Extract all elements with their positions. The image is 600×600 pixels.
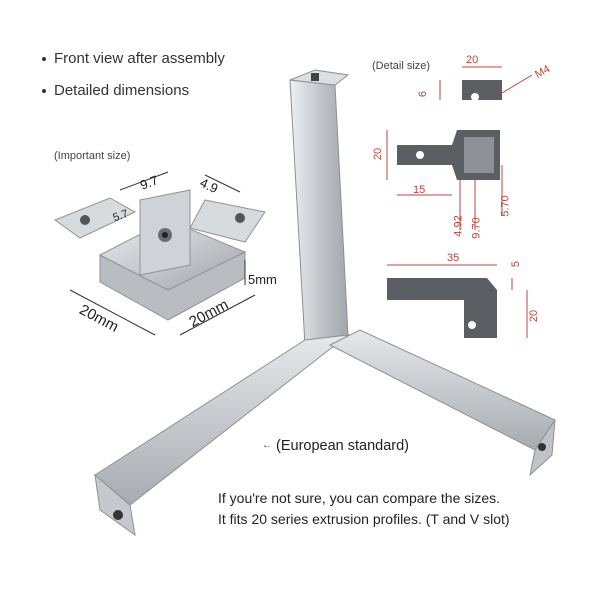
dim-line-width-left: [69, 289, 156, 336]
dim-line-top-a: [119, 171, 169, 191]
bullet-detailed-dimensions-text: Detailed dimensions: [54, 82, 190, 99]
right-profile-core: [538, 443, 546, 451]
vertical-profile-core: [311, 73, 319, 81]
detail-top-hole: [471, 93, 479, 101]
bullet-front-view: Front view after assembly: [42, 50, 225, 67]
dim-height: 5mm: [248, 272, 277, 287]
detail-top-offset: 6: [417, 90, 430, 98]
detail-top-v2: 9.70: [470, 217, 483, 239]
bracket-right-arm: [189, 199, 266, 243]
dim-line-detail-screw: [501, 74, 533, 94]
detail-top-hole-left: [416, 151, 424, 159]
european-standard-label: (European standard): [276, 438, 409, 454]
left-profile-end: [94, 473, 136, 537]
bullet-detailed-dimensions: Detailed dimensions: [42, 82, 189, 99]
detail-bottom-length: 35: [447, 252, 460, 264]
note-line-1: If you're not sure, you can compare the …: [218, 490, 501, 506]
dim-line-top-b: [204, 174, 241, 193]
dim-line-width-right: [179, 294, 256, 336]
extrusion-assembly: [94, 69, 556, 537]
detail-bottom-body: [387, 278, 497, 338]
vertical-profile: [289, 79, 349, 346]
detail-top-height: 20: [372, 147, 385, 161]
left-profile-core: [113, 510, 123, 520]
important-size-label: (Important size): [54, 150, 131, 162]
bullet-dot: [42, 57, 46, 62]
detail-top-base: 15: [413, 184, 426, 196]
detail-top-inner: [464, 137, 494, 173]
detail-top-width: 20: [466, 54, 479, 66]
left-profile: [94, 334, 350, 506]
detail-top-tab: [462, 80, 502, 100]
detail-bottom-small: 5: [510, 260, 523, 268]
european-standard-arrow: ←: [262, 440, 272, 451]
detail-top-drawing: [386, 66, 533, 230]
detail-top-v3: 5.70: [499, 195, 512, 217]
detail-bottom-hole: [468, 321, 476, 329]
detail-size-label: (Detail size): [372, 60, 431, 72]
bullet-front-view-text: Front view after assembly: [54, 50, 225, 67]
bracket-screw-right: [235, 213, 245, 223]
detail-bottom-drawing: [387, 264, 528, 338]
bracket-left-arm: [53, 197, 137, 239]
bracket-illustration: [53, 171, 266, 336]
bracket-screw-left: [80, 215, 90, 225]
detail-top-v1: 4.92: [452, 215, 465, 237]
bracket-screw-center-hole: [162, 232, 168, 238]
bullet-dot: [42, 89, 46, 94]
note-line-2: It fits 20 series extrusion profiles. (T…: [218, 511, 510, 527]
detail-bottom-height: 20: [528, 309, 541, 323]
